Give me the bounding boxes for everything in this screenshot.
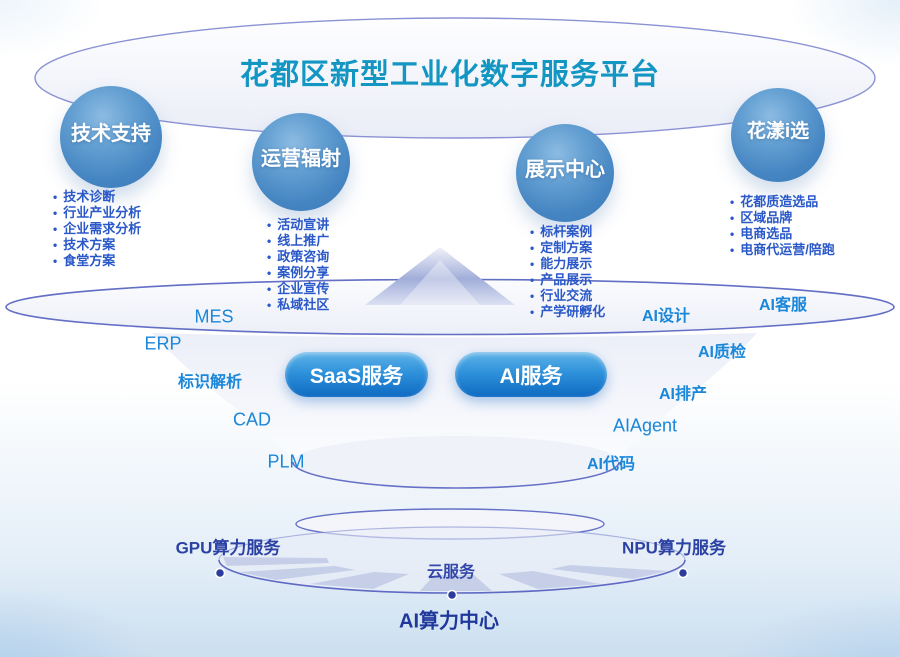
list-item: 产品展示	[530, 272, 605, 288]
tag-ai-code: AI代码	[586, 456, 636, 473]
huayang-list: 花都质造选品 区域品牌 电商选品 电商代运营/陪跑	[730, 194, 835, 258]
list-item: 私域社区	[267, 297, 329, 313]
tag-ai-scheduling: AI排产	[658, 386, 708, 403]
up-arrow-icon	[365, 247, 515, 305]
ai-service-button[interactable]: AI服务	[455, 352, 607, 397]
list-item: 电商代运营/陪跑	[730, 242, 835, 258]
list-item: 区域品牌	[730, 210, 835, 226]
funnel-cap-edge	[292, 461, 620, 489]
pillar-label: 展示中心	[525, 158, 605, 181]
list-item: 线上推广	[267, 233, 329, 249]
tag-ai-service-desk: AI客服	[758, 297, 808, 314]
list-item: 花都质造选品	[730, 194, 835, 210]
showcase-list: 标杆案例 定制方案 能力展示 产品展示 行业交流 产学研孵化	[530, 224, 605, 320]
list-item: 定制方案	[530, 240, 605, 256]
list-item: 标杆案例	[530, 224, 605, 240]
list-item: 技术方案	[53, 237, 141, 253]
list-item: 电商选品	[730, 226, 835, 242]
tag-mes: MES	[194, 306, 234, 327]
list-item: 活动宣讲	[267, 217, 329, 233]
up-arrow-inner	[400, 260, 480, 305]
page-title: 花都区新型工业化数字服务平台	[239, 59, 661, 91]
pillar-circle-operation: 运营辐射	[252, 113, 350, 211]
tag-ai-agent: AIAgent	[612, 415, 678, 436]
list-item: 企业需求分析	[53, 221, 141, 237]
list-item: 食堂方案	[53, 253, 141, 269]
compute-disc-back-edge	[218, 526, 686, 561]
list-item: 行业产业分析	[53, 205, 141, 221]
operation-list: 活动宣讲 线上推广 政策咨询 案例分享 企业宣传 私域社区	[267, 217, 329, 313]
tag-erp: ERP	[144, 333, 182, 354]
disc-spokes	[223, 557, 668, 591]
pillar-circle-showcase: 展示中心	[516, 124, 614, 222]
list-item: 产学研孵化	[530, 304, 605, 320]
tag-ai-design: AI设计	[641, 308, 691, 325]
tag-cad: CAD	[232, 409, 272, 430]
funnel-cap	[293, 436, 619, 488]
saas-service-button[interactable]: SaaS服务	[285, 352, 428, 397]
compute-disc	[219, 527, 685, 593]
npu-compute-label: NPU算力服务	[622, 538, 726, 558]
list-item: 行业交流	[530, 288, 605, 304]
tag-plm: PLM	[267, 451, 305, 472]
gpu-compute-label: GPU算力服务	[175, 538, 281, 558]
pillar-label: 运营辐射	[261, 147, 341, 170]
tech-support-list: 技术诊断 行业产业分析 企业需求分析 技术方案 食堂方案	[53, 189, 141, 269]
list-item: 案例分享	[267, 265, 329, 281]
pillar-circle-tech-support: 技术支持	[60, 86, 162, 188]
pillar-label: 花漾i选	[746, 120, 810, 142]
list-item: 技术诊断	[53, 189, 141, 205]
pillar-circle-huayang: 花漾i选	[731, 88, 825, 182]
connector-dots	[214, 567, 689, 601]
pillar-label: 技术支持	[71, 122, 151, 145]
tag-ai-qc: AI质检	[697, 344, 747, 361]
ai-compute-center-label: AI算力中心	[399, 610, 499, 633]
tag-id-resolution: 标识解析	[177, 374, 243, 391]
top-platform-ellipse	[34, 17, 876, 139]
cloud-service-label: 云服务	[426, 564, 476, 581]
list-item: 企业宣传	[267, 281, 329, 297]
list-item: 政策咨询	[267, 249, 329, 265]
list-item: 能力展示	[530, 256, 605, 272]
